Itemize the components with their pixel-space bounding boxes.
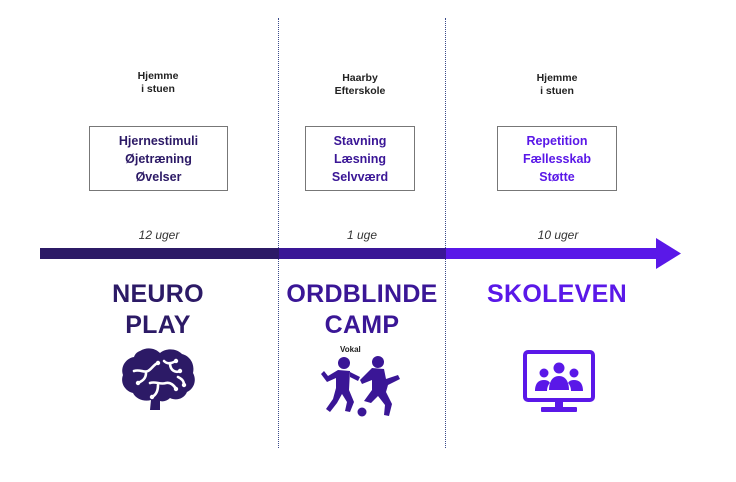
phase-3-title-line1: SKOLEVEN <box>487 280 627 308</box>
phase-2-title-line2: CAMP <box>324 311 400 339</box>
phase-1-activity: Hjernestimuli <box>118 134 199 148</box>
phase-1-activities-box: Hjernestimuli Øjetræning Øvelser <box>89 126 228 191</box>
phase-2-activity: Selvværd <box>331 170 389 184</box>
phase-divider-2 <box>445 18 446 448</box>
phase-2-activity: Stavning <box>333 134 387 148</box>
phase-3-activity: Fællesskab <box>522 152 592 166</box>
phase-3-location-line2: i stuen <box>540 85 574 97</box>
phase-divider-1 <box>278 18 279 448</box>
phase-1-title-line1: NEURO <box>112 280 204 308</box>
phase-2-location-line2: Efterskole <box>334 85 386 97</box>
phase-2-activities-box: Stavning Læsning Selvværd <box>305 126 415 191</box>
video-meeting-icon <box>523 350 595 412</box>
phase-3-activity: Repetition <box>526 134 588 148</box>
timeline-arrowhead <box>656 238 681 269</box>
phase-3-title: SKOLEVEN <box>477 279 637 310</box>
phase-2-icon-label: Vokal <box>340 345 361 354</box>
phase-3-duration: 10 uger <box>537 228 579 242</box>
phase-1-location-line2: i stuen <box>141 83 175 95</box>
phase-1-title: NEURO PLAY <box>88 279 228 341</box>
brain-icon <box>122 348 195 410</box>
phase-1-activity: Øvelser <box>135 170 182 184</box>
phase-2-title: ORDBLINDE CAMP <box>282 279 442 341</box>
phase-1-location-line1: Hjemme <box>137 70 179 82</box>
phase-1-location: Hjemme i stuen <box>98 70 218 96</box>
timeline-segment-3 <box>446 248 658 259</box>
phase-1-activity: Øjetræning <box>125 152 192 166</box>
phase-3-activity: Støtte <box>539 170 575 184</box>
timeline-segment-2 <box>279 248 446 259</box>
phase-3-location: Hjemme i stuen <box>497 72 617 98</box>
phase-2-title-line1: ORDBLINDE <box>286 280 438 308</box>
phase-2-location: Haarby Efterskole <box>300 72 420 98</box>
phase-3-location-line1: Hjemme <box>536 72 578 84</box>
phase-2-location-line1: Haarby <box>342 72 378 84</box>
phase-2-activity: Læsning <box>333 152 387 166</box>
phase-1-title-line2: PLAY <box>125 311 191 339</box>
timeline-segment-1 <box>40 248 279 259</box>
phase-2-duration: 1 uge <box>346 228 378 242</box>
phase-1-duration: 12 uger <box>138 228 180 242</box>
phase-3-activities-box: Repetition Fællesskab Støtte <box>497 126 617 191</box>
football-players-icon <box>321 356 400 417</box>
